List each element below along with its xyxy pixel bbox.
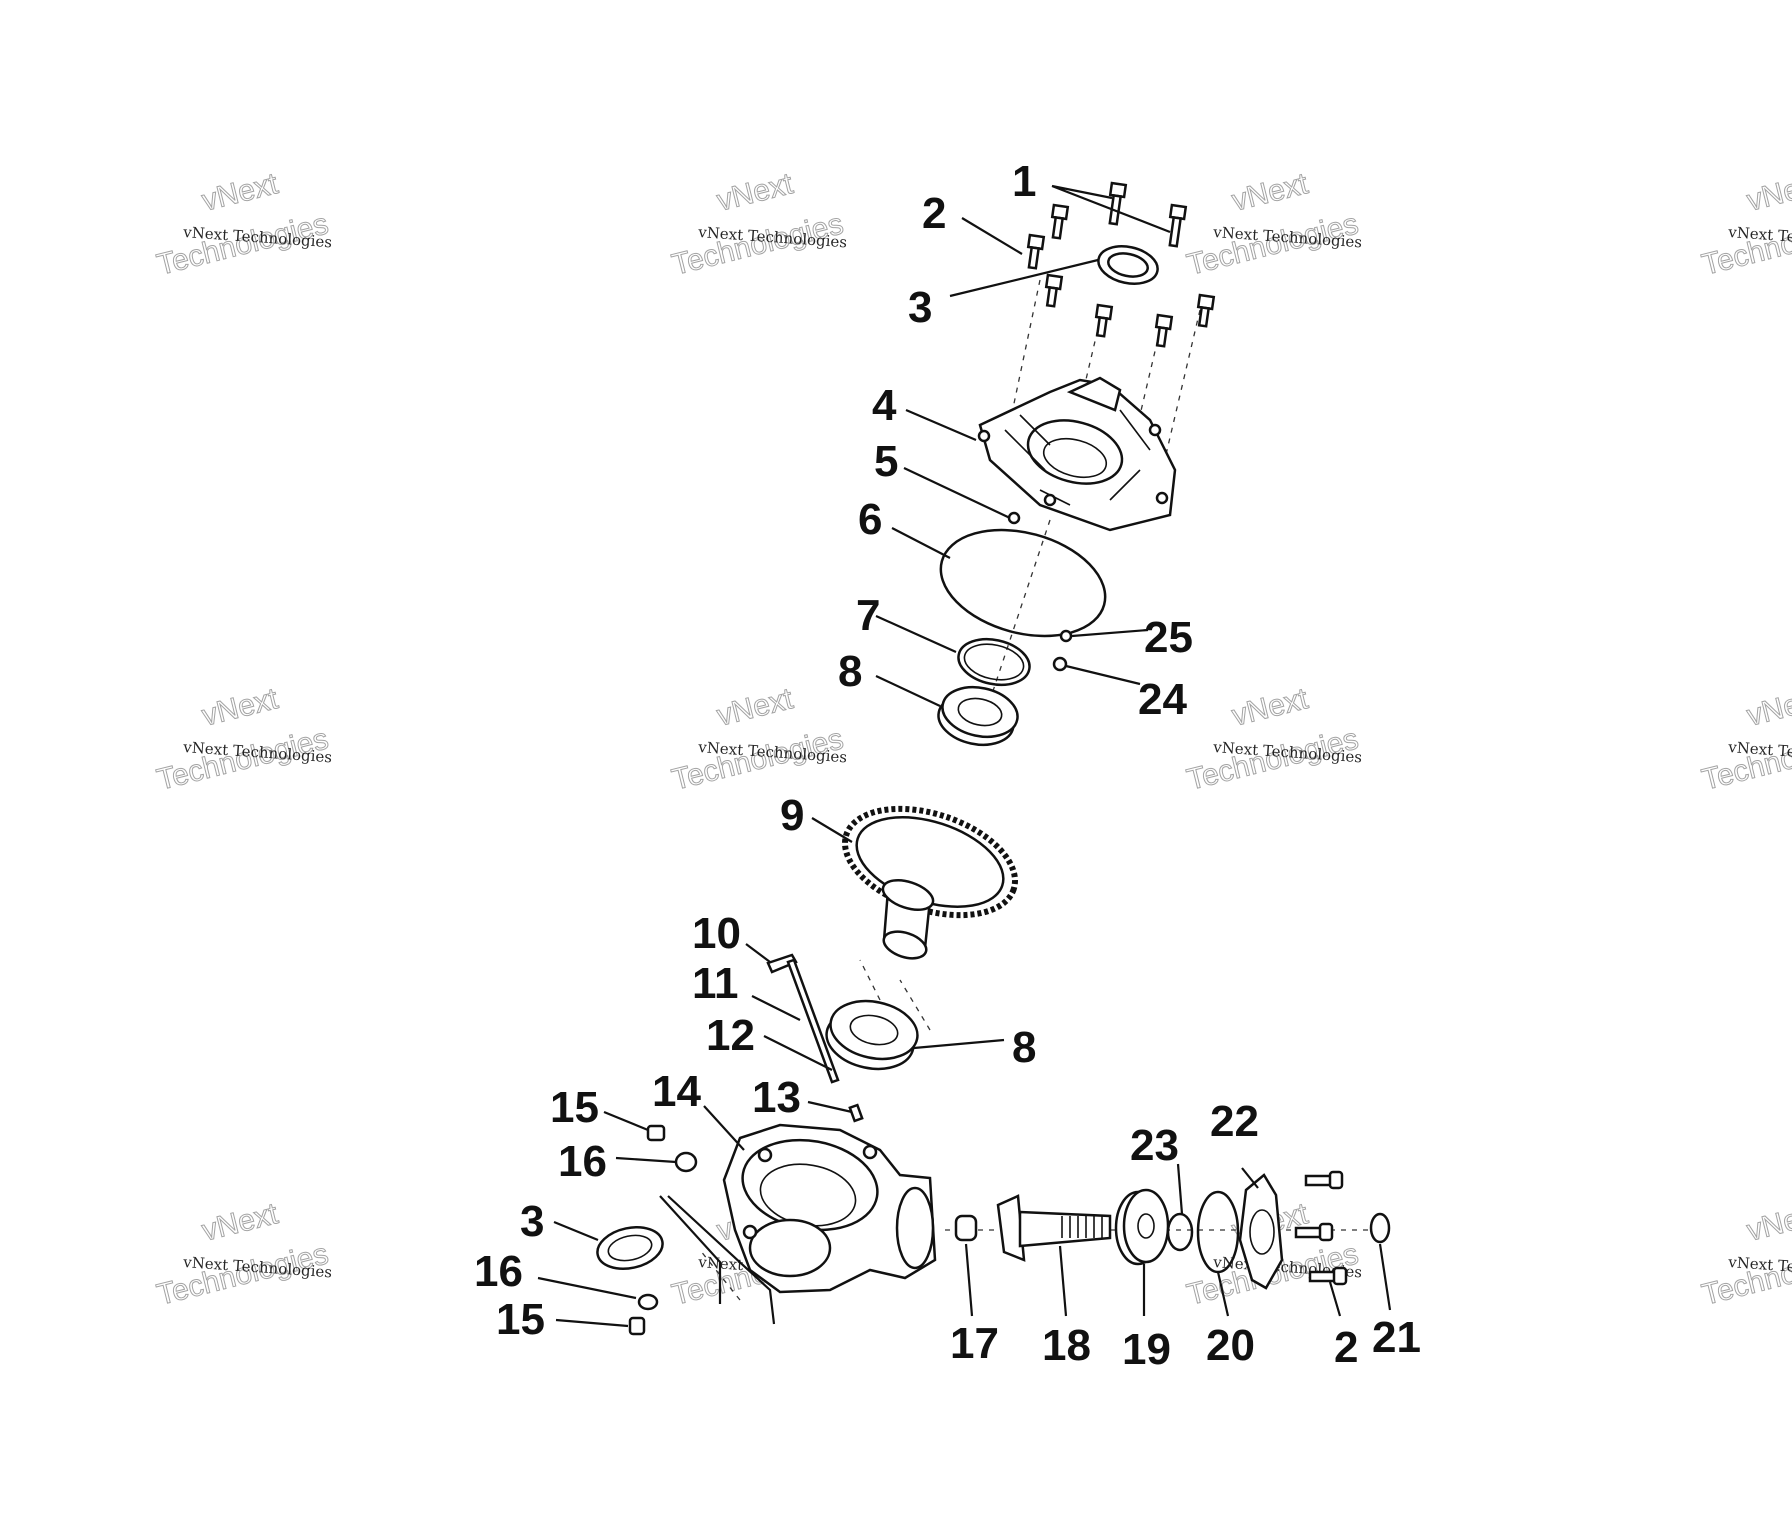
part-13-pin	[848, 1103, 864, 1123]
callout-21: 21	[1372, 1313, 1421, 1362]
watermark-brand: vNext	[1744, 1197, 1792, 1248]
callout-layer: 1 2 3 4 5 6 7 8 25 24 9 10 11 12 8 13 14…	[474, 157, 1421, 1374]
watermark-brand: vNext	[1744, 167, 1792, 218]
callout-25: 25	[1144, 613, 1193, 662]
part-9-ring-gear	[842, 805, 1018, 960]
callout-7: 7	[856, 591, 880, 640]
callout-10: 10	[692, 909, 741, 958]
callout-14: 14	[652, 1067, 701, 1116]
callout-19: 19	[1122, 1325, 1171, 1374]
part-6-oring	[939, 528, 1107, 638]
part-23-seal	[1166, 1212, 1194, 1252]
callout-9: 9	[780, 791, 804, 840]
watermark-brand: vNext	[199, 1197, 282, 1248]
leader-lines	[537, 184, 1392, 1328]
part-21-nut	[1369, 1212, 1391, 1244]
watermark-brand: vNext	[199, 682, 282, 733]
part-8-upper-bearing	[937, 685, 1019, 747]
watermark-brand-sub: Technologies	[1699, 722, 1792, 796]
callout-2-lower: 2	[1334, 1323, 1358, 1372]
part-7-shim	[957, 637, 1031, 687]
part-8-lower-bearing	[825, 999, 919, 1071]
callout-12: 12	[706, 1011, 755, 1060]
callout-3-lower: 3	[520, 1197, 544, 1246]
part-15-16-lower-plug	[628, 1293, 659, 1336]
part-22-cover	[1238, 1173, 1284, 1290]
callout-13: 13	[752, 1073, 801, 1122]
callout-6: 6	[858, 495, 882, 544]
watermark-brand: vNext	[1229, 682, 1312, 733]
watermark-brand-sub: Technologies	[1699, 1237, 1792, 1311]
callout-8-lower: 8	[1012, 1023, 1036, 1072]
part-19-bearing	[1114, 1188, 1170, 1266]
callout-4: 4	[872, 381, 897, 430]
part-25-24-fittings	[1052, 629, 1073, 672]
part-4-bearing-cover	[977, 376, 1177, 532]
part-10-11-12-shift-rod	[766, 953, 840, 1084]
part-15-16-upper-plug	[646, 1124, 698, 1173]
callout-8-upper: 8	[838, 647, 862, 696]
callout-1: 1	[1012, 157, 1036, 206]
callout-18: 18	[1042, 1321, 1091, 1370]
part-14-housing	[722, 1123, 937, 1294]
callout-5: 5	[874, 437, 898, 486]
part-3-upper-seal	[1097, 245, 1159, 285]
part-3-lower-seal	[596, 1226, 664, 1270]
watermark-brand-sub: Technologies	[1699, 207, 1792, 281]
watermark-brand: vNext	[714, 167, 797, 218]
watermark-brand: vNext	[1229, 167, 1312, 218]
callout-16-upper: 16	[558, 1137, 607, 1186]
callout-17: 17	[950, 1319, 999, 1368]
callout-23: 23	[1130, 1121, 1179, 1170]
callout-16-lower: 16	[474, 1247, 523, 1296]
part-2-lower-bolts	[1294, 1170, 1348, 1286]
callout-2-upper: 2	[922, 189, 946, 238]
callout-22: 22	[1210, 1097, 1259, 1146]
part-18-pinion-shaft	[996, 1194, 1112, 1262]
part-5-dowel	[1007, 511, 1021, 525]
callout-3-upper: 3	[908, 283, 932, 332]
callout-20: 20	[1206, 1321, 1255, 1370]
watermark-brand: vNext	[714, 682, 797, 733]
callout-24: 24	[1138, 675, 1187, 724]
callout-15-upper: 15	[550, 1083, 599, 1132]
part-1-bolts	[1026, 181, 1216, 348]
callout-15-lower: 15	[496, 1295, 545, 1344]
callout-11: 11	[692, 959, 739, 1008]
watermark-brand: vNext	[199, 167, 282, 218]
watermark-brand: vNext	[1744, 682, 1792, 733]
part-17-bushing	[954, 1214, 978, 1242]
